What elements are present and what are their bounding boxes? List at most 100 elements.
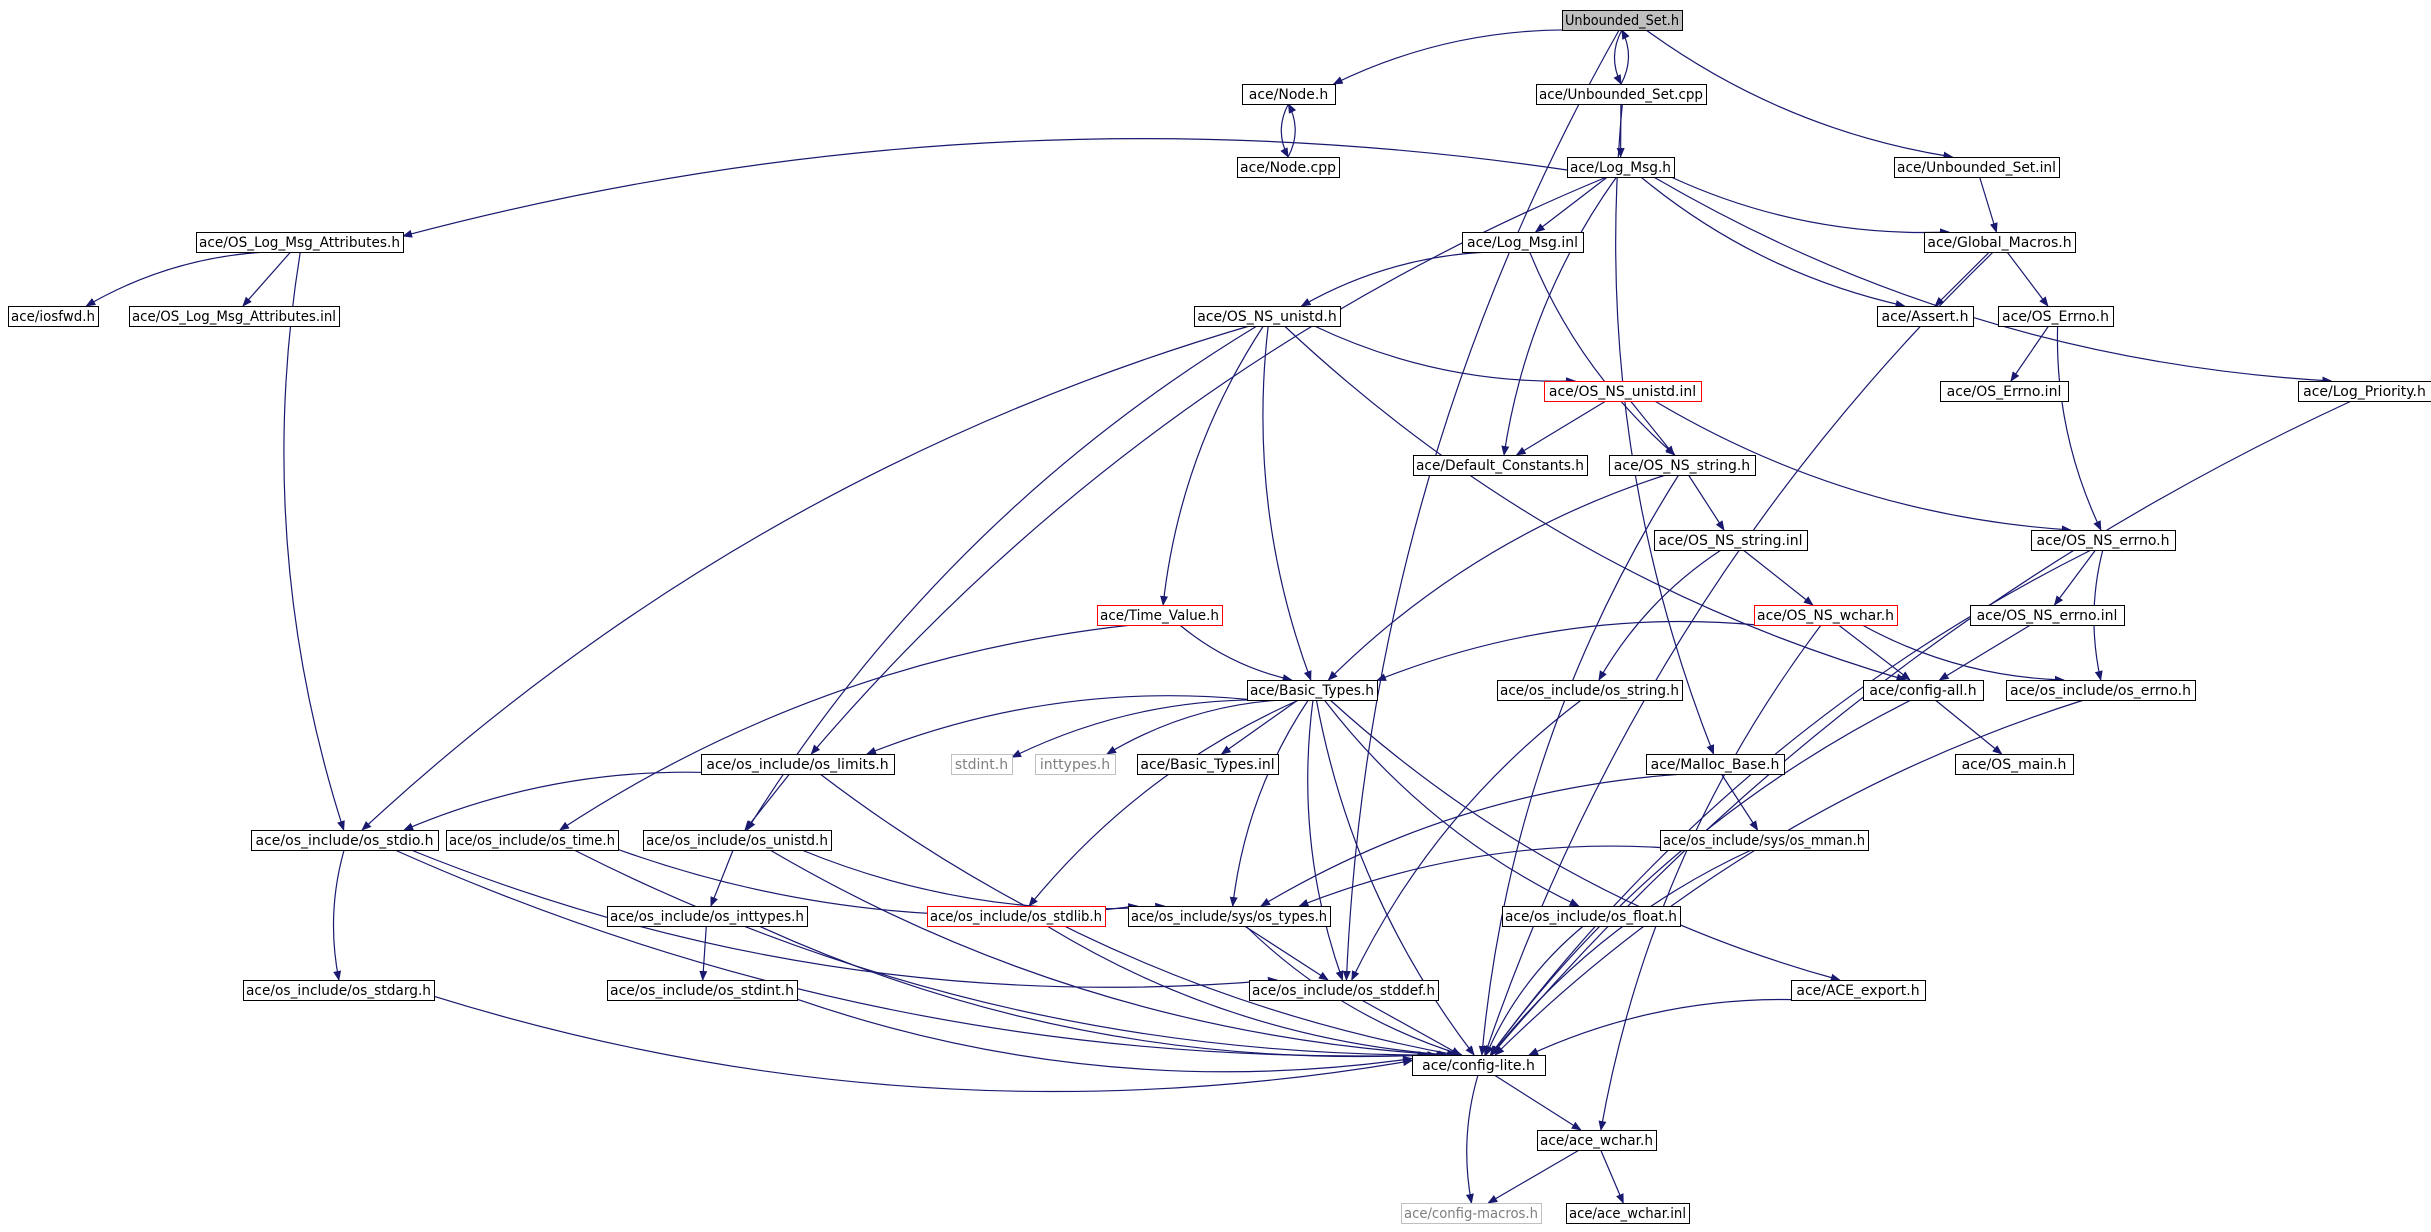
node-os-include-os-stdint-h[interactable]: ace/os_include/os_stdint.h	[607, 980, 798, 1001]
node-os-log-msg-attributes-h[interactable]: ace/OS_Log_Msg_Attributes.h	[196, 232, 404, 253]
node-config-lite-h[interactable]: ace/config-lite.h	[1412, 1055, 1546, 1076]
node-label: ace/OS_Errno.h	[2002, 309, 2109, 325]
node-os-include-os-unistd-h[interactable]: ace/os_include/os_unistd.h	[643, 830, 832, 851]
edge-log-msg-h-to-log-msg-inl	[1534, 176, 1608, 233]
node-box	[1412, 1055, 1546, 1076]
node-os-include-os-errno-h[interactable]: ace/os_include/os_errno.h	[2006, 680, 2196, 701]
edge-os-ns-unistd-inl-to-default-constants-h	[1515, 400, 1607, 456]
edge-os-ns-string-h-to-config-lite-h	[1478, 474, 1680, 1056]
node-unbounded-set-inl[interactable]: ace/Unbounded_Set.inl	[1894, 157, 2060, 178]
edge-basic-types-h-to-os-include-os-float-h	[1323, 699, 1580, 907]
node-os-ns-string-h[interactable]: ace/OS_NS_string.h	[1609, 455, 1756, 476]
node-box	[2031, 530, 2176, 551]
edge-node-h-to-node-cpp	[1280, 103, 1289, 158]
node-label: ace/Log_Msg.h	[1570, 160, 1671, 176]
node-os-include-os-stdarg-h[interactable]: ace/os_include/os_stdarg.h	[243, 980, 435, 1001]
node-os-ns-unistd-inl[interactable]: ace/OS_NS_unistd.inl	[1544, 381, 1702, 402]
node-time-value-h[interactable]: ace/Time_Value.h	[1097, 605, 1223, 626]
edge-log-msg-inl-to-os-ns-unistd-h	[1300, 251, 1489, 307]
node-box	[1194, 306, 1341, 327]
edge-os-ns-string-h-to-basic-types-h	[1327, 474, 1666, 681]
node-assert-h[interactable]: ace/Assert.h	[1877, 306, 1974, 327]
node-ace-export-h[interactable]: ace/ACE_export.h	[1791, 980, 1926, 1001]
node-os-include-sys-os-types-h[interactable]: ace/os_include/sys/os_types.h	[1128, 906, 1331, 927]
edge-os-ns-wchar-h-to-basic-types-h	[1376, 620, 1758, 682]
node-label: ace/ACE_export.h	[1796, 983, 1919, 999]
node-label: ace/Log_Msg.inl	[1467, 235, 1578, 251]
node-basic-types-inl[interactable]: ace/Basic_Types.inl	[1137, 754, 1279, 775]
node-os-include-os-limits-h[interactable]: ace/os_include/os_limits.h	[701, 754, 895, 775]
node-os-include-os-time-h[interactable]: ace/os_include/os_time.h	[446, 830, 619, 851]
edge-basic-types-h-to-ace-export-h	[1329, 699, 1841, 982]
edge-os-errno-h-to-os-errno-inl	[2010, 325, 2050, 382]
node-os-include-os-stdlib-h[interactable]: ace/os_include/os_stdlib.h	[927, 906, 1106, 927]
node-ace-wchar-h[interactable]: ace/ace_wchar.h	[1537, 1130, 1657, 1151]
node-box	[1970, 605, 2125, 626]
node-inttypes-h[interactable]: inttypes.h	[1035, 754, 1116, 775]
node-basic-types-h[interactable]: ace/Basic_Types.h	[1247, 680, 1378, 701]
node-box	[1401, 1203, 1542, 1224]
node-unbounded-set-cpp[interactable]: ace/Unbounded_Set.cpp	[1536, 84, 1707, 105]
edge-os-ns-string-inl-to-os-ns-wchar-h	[1742, 549, 1814, 606]
node-os-log-msg-attributes-inl[interactable]: ace/OS_Log_Msg_Attributes.inl	[129, 306, 340, 327]
node-box	[607, 906, 808, 927]
node-os-include-os-inttypes-h[interactable]: ace/os_include/os_inttypes.h	[607, 906, 808, 927]
node-os-include-os-stdio-h[interactable]: ace/os_include/os_stdio.h	[251, 830, 439, 851]
edge-log-msg-h-to-global-macros-h	[1670, 176, 1950, 237]
edge-global-macros-h-to-config-lite-h	[1483, 251, 1994, 1056]
node-box	[1940, 381, 2069, 402]
node-unbounded-set-h[interactable]: Unbounded_Set.h	[1562, 10, 1683, 31]
edge-basic-types-h-to-inttypes-h	[1106, 699, 1281, 755]
node-os-errno-inl[interactable]: ace/OS_Errno.inl	[1940, 381, 2069, 402]
node-os-errno-h[interactable]: ace/OS_Errno.h	[1998, 306, 2114, 327]
node-os-ns-wchar-h[interactable]: ace/OS_NS_wchar.h	[1754, 605, 1898, 626]
node-box	[1863, 680, 1984, 701]
node-os-include-os-stddef-h[interactable]: ace/os_include/os_stddef.h	[1249, 980, 1439, 1001]
edge-os-log-msg-attributes-h-to-os-include-os-stdio-h	[283, 251, 345, 831]
node-label: stdint.h	[955, 757, 1008, 773]
node-default-constants-h[interactable]: ace/Default_Constants.h	[1413, 455, 1588, 476]
node-config-all-h[interactable]: ace/config-all.h	[1863, 680, 1984, 701]
node-layer: Unbounded_Set.h ace/Node.h ace/Unbounded_S…	[8, 10, 2431, 1224]
edge-basic-types-h-to-os-include-sys-os-types-h	[1229, 699, 1309, 907]
edge-os-ns-string-inl-to-os-include-os-string-h	[1598, 549, 1722, 681]
node-os-ns-unistd-h[interactable]: ace/OS_NS_unistd.h	[1194, 306, 1341, 327]
node-os-include-sys-os-mman-h[interactable]: ace/os_include/sys/os_mman.h	[1660, 830, 1869, 851]
node-label: ace/OS_main.h	[1962, 757, 2067, 773]
node-box	[1497, 680, 1683, 701]
node-box	[8, 306, 99, 327]
edge-unbounded-set-cpp-to-unbounded-set-h	[1620, 29, 1630, 85]
node-node-h[interactable]: ace/Node.h	[1242, 84, 1336, 105]
edge-log-msg-h-to-default-constants-h	[1501, 176, 1617, 456]
node-node-cpp[interactable]: ace/Node.cpp	[1237, 157, 1340, 178]
edge-os-log-msg-attributes-h-to-iosfwd-h	[85, 251, 267, 307]
node-label: ace/OS_NS_errno.inl	[1977, 608, 2118, 624]
node-os-include-os-string-h[interactable]: ace/os_include/os_string.h	[1497, 680, 1683, 701]
node-label: ace/Assert.h	[1882, 309, 1969, 325]
node-label: ace/Time_Value.h	[1100, 608, 1219, 624]
node-stdint-h[interactable]: stdint.h	[951, 754, 1013, 775]
node-log-priority-h[interactable]: ace/Log_Priority.h	[2298, 381, 2431, 402]
node-log-msg-inl[interactable]: ace/Log_Msg.inl	[1462, 232, 1584, 253]
edge-os-include-os-limits-h-to-os-include-os-stdio-h	[403, 771, 738, 831]
node-global-macros-h[interactable]: ace/Global_Macros.h	[1924, 232, 2076, 253]
node-box	[1536, 84, 1707, 105]
edge-os-ns-wchar-h-to-ace-wchar-h	[1598, 624, 1822, 1131]
edge-os-include-os-float-h-to-config-lite-h	[1485, 925, 1584, 1056]
node-os-main-h[interactable]: ace/OS_main.h	[1955, 754, 2074, 775]
edge-os-include-os-stdio-h-to-os-include-os-stddef-h	[410, 849, 1278, 988]
node-ace-wchar-inl[interactable]: ace/ace_wchar.inl	[1566, 1203, 1690, 1224]
node-log-msg-h[interactable]: ace/Log_Msg.h	[1567, 157, 1675, 178]
node-os-include-os-float-h[interactable]: ace/os_include/os_float.h	[1502, 906, 1681, 927]
node-os-ns-string-inl[interactable]: ace/OS_NS_string.inl	[1654, 530, 1808, 551]
edge-log-msg-inl-to-os-ns-string-h	[1529, 251, 1676, 456]
node-os-ns-errno-inl[interactable]: ace/OS_NS_errno.inl	[1970, 605, 2125, 626]
node-box	[446, 830, 619, 851]
node-os-ns-errno-h[interactable]: ace/OS_NS_errno.h	[2031, 530, 2176, 551]
node-iosfwd-h[interactable]: ace/iosfwd.h	[8, 306, 99, 327]
node-config-macros-h[interactable]: ace/config-macros.h	[1401, 1203, 1542, 1224]
node-malloc-base-h[interactable]: ace/Malloc_Base.h	[1646, 754, 1785, 775]
node-label: ace/OS_NS_unistd.h	[1197, 309, 1337, 325]
edge-os-include-sys-os-types-h-to-os-include-os-stddef-h	[1244, 925, 1329, 981]
edge-log-msg-h-to-os-log-msg-attributes-h	[402, 138, 1568, 238]
